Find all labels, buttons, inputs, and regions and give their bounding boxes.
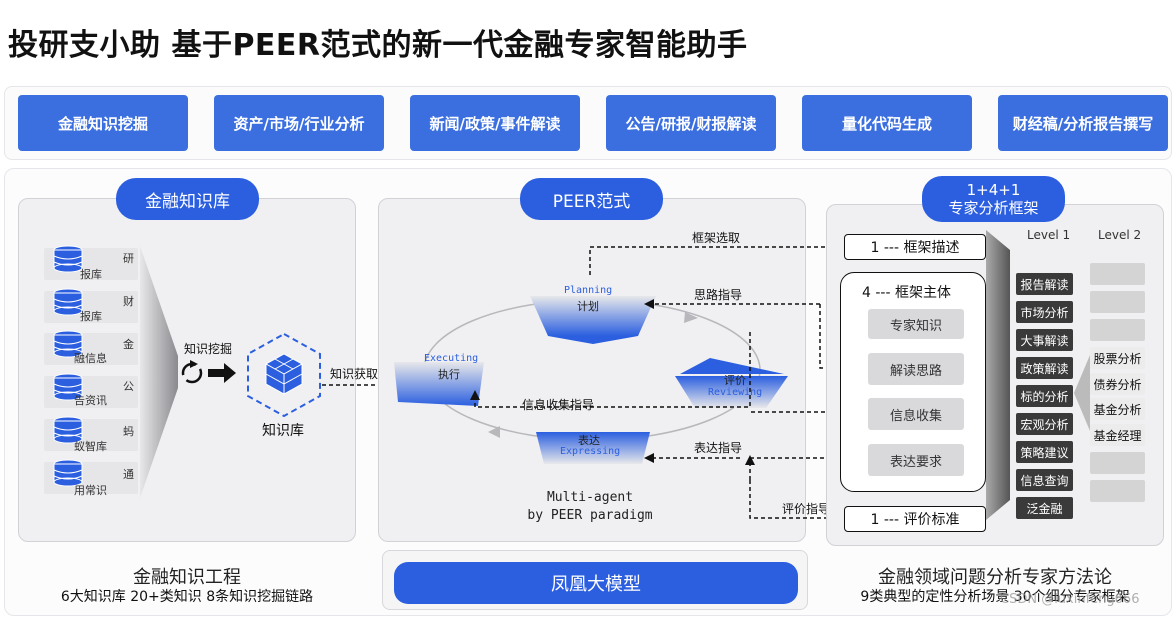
expert-framework-pill: 1+4+1 专家分析框架 xyxy=(922,176,1065,222)
peer-paradigm-caption: by PEER paradigm xyxy=(527,508,653,523)
guide-arrows xyxy=(470,242,860,519)
db-side-char: 通 xyxy=(123,468,134,481)
interpretation-approach-box: 解读思路 xyxy=(868,353,964,385)
level1-item: 泛金融 xyxy=(1016,497,1073,519)
database-icon xyxy=(53,288,83,316)
level1-header: Level 1 xyxy=(1027,228,1071,242)
methodology-title: 金融领域问题分析专家方法论 xyxy=(878,567,1112,588)
expert-framework-pill-line2: 专家分析框架 xyxy=(948,199,1039,217)
level1-item: 信息查询 xyxy=(1016,469,1073,491)
expert-knowledge-box: 专家知识 xyxy=(868,309,964,339)
feature-button-quant-code[interactable]: 量化代码生成 xyxy=(802,95,972,151)
reviewing-en-label: Reviewing xyxy=(708,387,763,398)
level1-item: 大事解读 xyxy=(1016,329,1073,351)
level2-item xyxy=(1090,452,1145,474)
database-icon xyxy=(53,373,83,401)
level2-item xyxy=(1090,480,1145,502)
page-title: 投研支小助 基于PEER范式的新一代金融专家智能助手 xyxy=(8,28,748,63)
knowledge-base-label: 知识库 xyxy=(262,423,304,439)
bracket-shape xyxy=(986,230,1010,520)
knowledge-cube-icon xyxy=(247,332,321,418)
db-label: 用常识 xyxy=(74,484,107,497)
knowledge-base-pill: 金融知识库 xyxy=(116,178,259,220)
level-connector xyxy=(1074,355,1090,431)
feature-button-report-interpretation[interactable]: 公告/研报/财报解读 xyxy=(606,95,776,151)
acquire-label: 知识获取 xyxy=(330,367,379,381)
db-side-char: 财 xyxy=(123,295,134,308)
thinking-guide-label: 思路指导 xyxy=(694,288,743,302)
level1-item: 市场分析 xyxy=(1016,301,1073,323)
feature-button-report-writing[interactable]: 财经稿/分析报告撰写 xyxy=(998,95,1168,151)
level1-item: 标的分析 xyxy=(1016,385,1073,407)
evaluate-guide-label: 评价指导 xyxy=(782,502,831,516)
database-icon xyxy=(53,416,83,444)
db-side-char: 公 xyxy=(123,380,134,393)
methodology-subtitle: 9类典型的定性分析场景 30个细分专家框架 xyxy=(860,589,1130,605)
evaluation-criteria-box: 1 --- 评价标准 xyxy=(844,506,986,532)
framework-description-box: 1 --- 框架描述 xyxy=(844,234,986,260)
expression-requirement-box: 表达要求 xyxy=(868,444,964,476)
knowledge-engineering-subtitle: 6大知识库 20+类知识 8条知识挖掘链路 xyxy=(60,589,314,605)
db-side-char: 蚂 xyxy=(123,425,134,438)
level2-item xyxy=(1090,291,1145,313)
multi-agent-caption: Multi-agent xyxy=(546,490,634,505)
feature-bar xyxy=(4,86,1172,160)
db-label: 蚁智库 xyxy=(74,440,107,453)
peer-pill: PEER范式 xyxy=(520,178,663,220)
peer-cycle-diagram xyxy=(394,296,788,464)
framework-select-label: 框架选取 xyxy=(692,231,741,245)
level1-item: 宏观分析 xyxy=(1016,413,1073,435)
database-icon xyxy=(53,459,83,487)
planning-en-label: Planning xyxy=(564,285,613,296)
phoenix-model-button[interactable]: 凤凰大模型 xyxy=(394,562,798,604)
info-collect-guide-label: 信息收集指导 xyxy=(522,398,595,412)
level1-item: 政策解读 xyxy=(1016,357,1073,379)
information-collection-box: 信息收集 xyxy=(868,398,964,430)
funnel-shape xyxy=(140,246,178,498)
framework-body-label: 4 --- 框架主体 xyxy=(862,285,951,301)
db-label: 报库 xyxy=(80,310,102,323)
executing-cn-label: 执行 xyxy=(438,368,460,381)
db-side-char: 研 xyxy=(123,252,134,265)
db-side-char: 金 xyxy=(123,338,134,351)
express-guide-label: 表达指导 xyxy=(694,441,743,455)
database-icons xyxy=(53,245,83,487)
level2-item: 股票分析 xyxy=(1090,347,1145,369)
level2-item: 基金经理 xyxy=(1090,424,1145,446)
level1-item: 报告解读 xyxy=(1016,273,1073,295)
db-label: 融信息 xyxy=(74,352,107,365)
db-label: 报库 xyxy=(80,268,102,281)
mining-label: 知识挖掘 xyxy=(184,342,233,356)
expressing-cn-label: 表达 xyxy=(578,434,600,447)
expressing-en-label: Expressing xyxy=(560,446,621,457)
level2-item xyxy=(1090,319,1145,341)
database-icon xyxy=(53,245,83,273)
level2-item xyxy=(1090,263,1145,285)
level2-item: 债券分析 xyxy=(1090,373,1145,395)
reviewing-cn-label: 评价 xyxy=(724,374,746,387)
level1-item: 策略建议 xyxy=(1016,441,1073,463)
planning-cn-label: 计划 xyxy=(577,300,599,313)
executing-en-label: Executing xyxy=(424,353,479,364)
knowledge-engineering-title: 金融知识工程 xyxy=(133,567,241,588)
feature-button-asset-analysis[interactable]: 资产/市场/行业分析 xyxy=(214,95,384,151)
level2-item: 基金分析 xyxy=(1090,398,1145,420)
level2-header: Level 2 xyxy=(1098,228,1142,242)
feature-button-knowledge-mining[interactable]: 金融知识挖掘 xyxy=(18,95,188,151)
feature-button-news-interpretation[interactable]: 新闻/政策/事件解读 xyxy=(410,95,580,151)
expert-framework-pill-line1: 1+4+1 xyxy=(966,181,1021,199)
database-icon xyxy=(53,330,83,358)
refresh-arrow-icon xyxy=(181,360,236,384)
watermark: CSDN @luxinfeng666 xyxy=(1000,592,1140,607)
db-label: 告资讯 xyxy=(74,394,107,407)
